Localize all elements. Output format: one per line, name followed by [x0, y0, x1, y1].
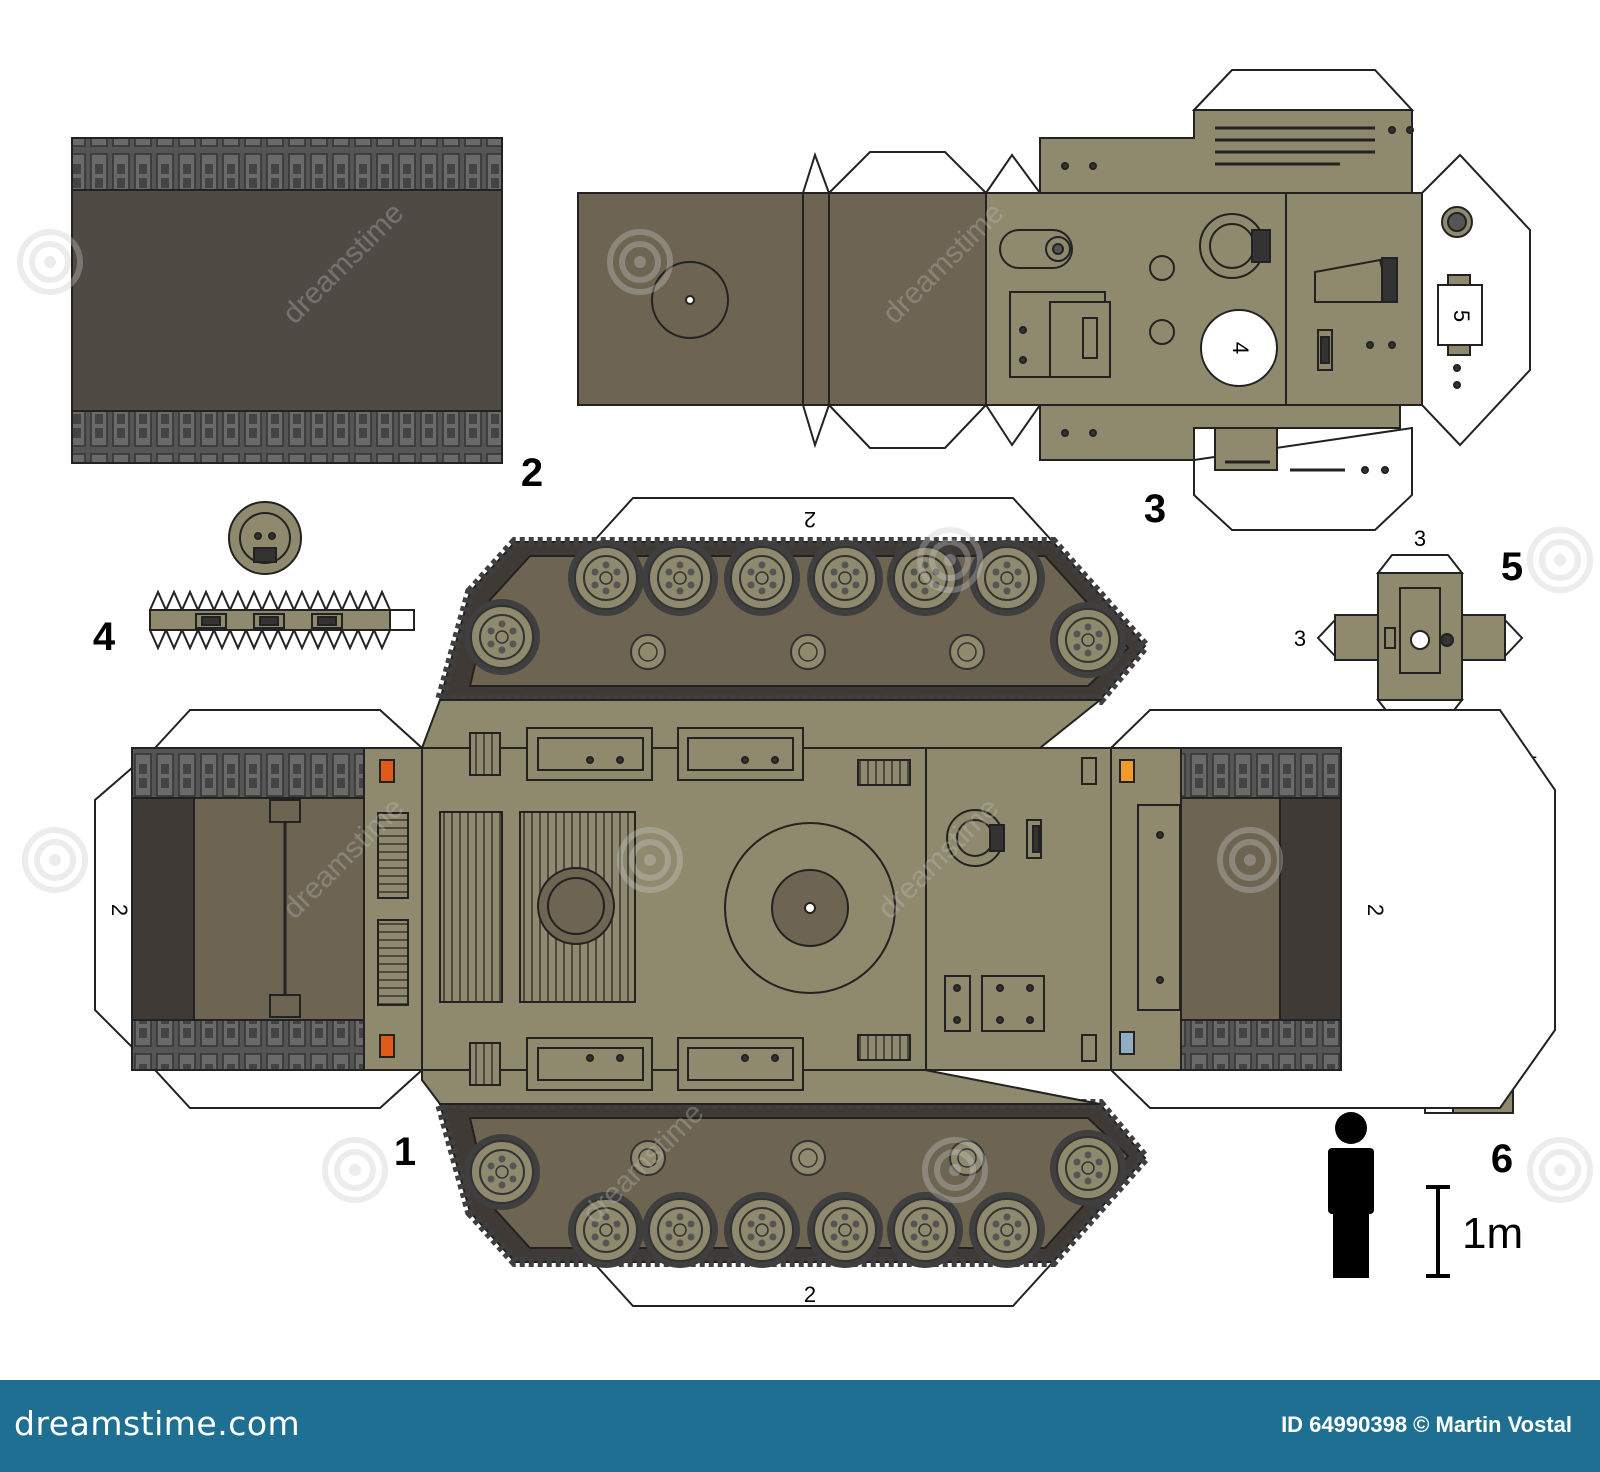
hull-tab-label-right: 2 — [1363, 904, 1388, 916]
return-roller — [790, 634, 826, 670]
part-3-turret-net — [577, 69, 1531, 531]
hull-tab-label-bottom: 2 — [804, 1282, 816, 1307]
part-4-number: 4 — [93, 615, 116, 659]
watermark-spiral-icon — [1530, 530, 1590, 590]
sprocket-wheel — [463, 598, 541, 676]
sprocket-wheel — [463, 1133, 541, 1211]
scale-label: 1m — [1462, 1209, 1523, 1258]
road-wheel — [806, 1191, 884, 1269]
part-4-cupola — [149, 501, 415, 651]
person-silhouette-icon — [1328, 1112, 1374, 1278]
part-2-track-panel — [71, 137, 503, 464]
scale-bar — [1426, 1185, 1450, 1278]
return-roller — [949, 634, 985, 670]
watermark-spiral-icon — [25, 830, 85, 890]
part-5-number: 5 — [1501, 545, 1523, 589]
watermark-spiral-icon — [20, 232, 80, 292]
return-roller — [630, 634, 666, 670]
part-2-number: 2 — [521, 451, 543, 495]
road-wheel — [806, 539, 884, 617]
part-6-number: 6 — [1491, 1137, 1513, 1181]
turret-panel-5-label: 5 — [1449, 310, 1474, 322]
road-wheel — [968, 1191, 1046, 1269]
footer-brand[interactable]: dreamstime.com — [14, 1404, 301, 1443]
part-1-number: 1 — [394, 1130, 416, 1174]
road-wheel — [723, 539, 801, 617]
watermark-spiral-icon — [925, 1140, 985, 1200]
road-wheel — [723, 1191, 801, 1269]
paper-tank-cutout-sheet: 2 — [0, 69, 1600, 1307]
footer-credit: ID 64990398 © Martin Vostal — [1281, 1412, 1572, 1437]
return-roller — [790, 1140, 826, 1176]
idler-wheel — [1049, 601, 1127, 679]
road-wheel — [641, 539, 719, 617]
watermark-spiral-icon — [1530, 1140, 1590, 1200]
idler-wheel — [1049, 1129, 1127, 1207]
part-5-tab-label-top: 3 — [1414, 526, 1426, 551]
part-5-tab-label-left: 3 — [1294, 626, 1306, 651]
hull-tab-label-top: 2 — [804, 507, 816, 532]
road-wheel — [641, 1191, 719, 1269]
part-3-number: 3 — [1144, 487, 1166, 531]
footer-bar: dreamstime.com ID 64990398 © Martin Vost… — [0, 1380, 1600, 1472]
road-wheel — [886, 1191, 964, 1269]
hull-tab-label-left: 2 — [107, 904, 132, 916]
watermark-spiral-icon — [920, 530, 980, 590]
watermark-spiral-icon — [325, 1140, 385, 1200]
part-5-hatch-net — [1316, 554, 1524, 719]
turret-panel-4-label: 4 — [1228, 342, 1253, 354]
watermark-spiral-icon — [620, 830, 680, 890]
watermark-spiral-icon — [1220, 830, 1280, 890]
watermark-spiral-icon — [610, 232, 670, 292]
road-wheel — [567, 539, 645, 617]
